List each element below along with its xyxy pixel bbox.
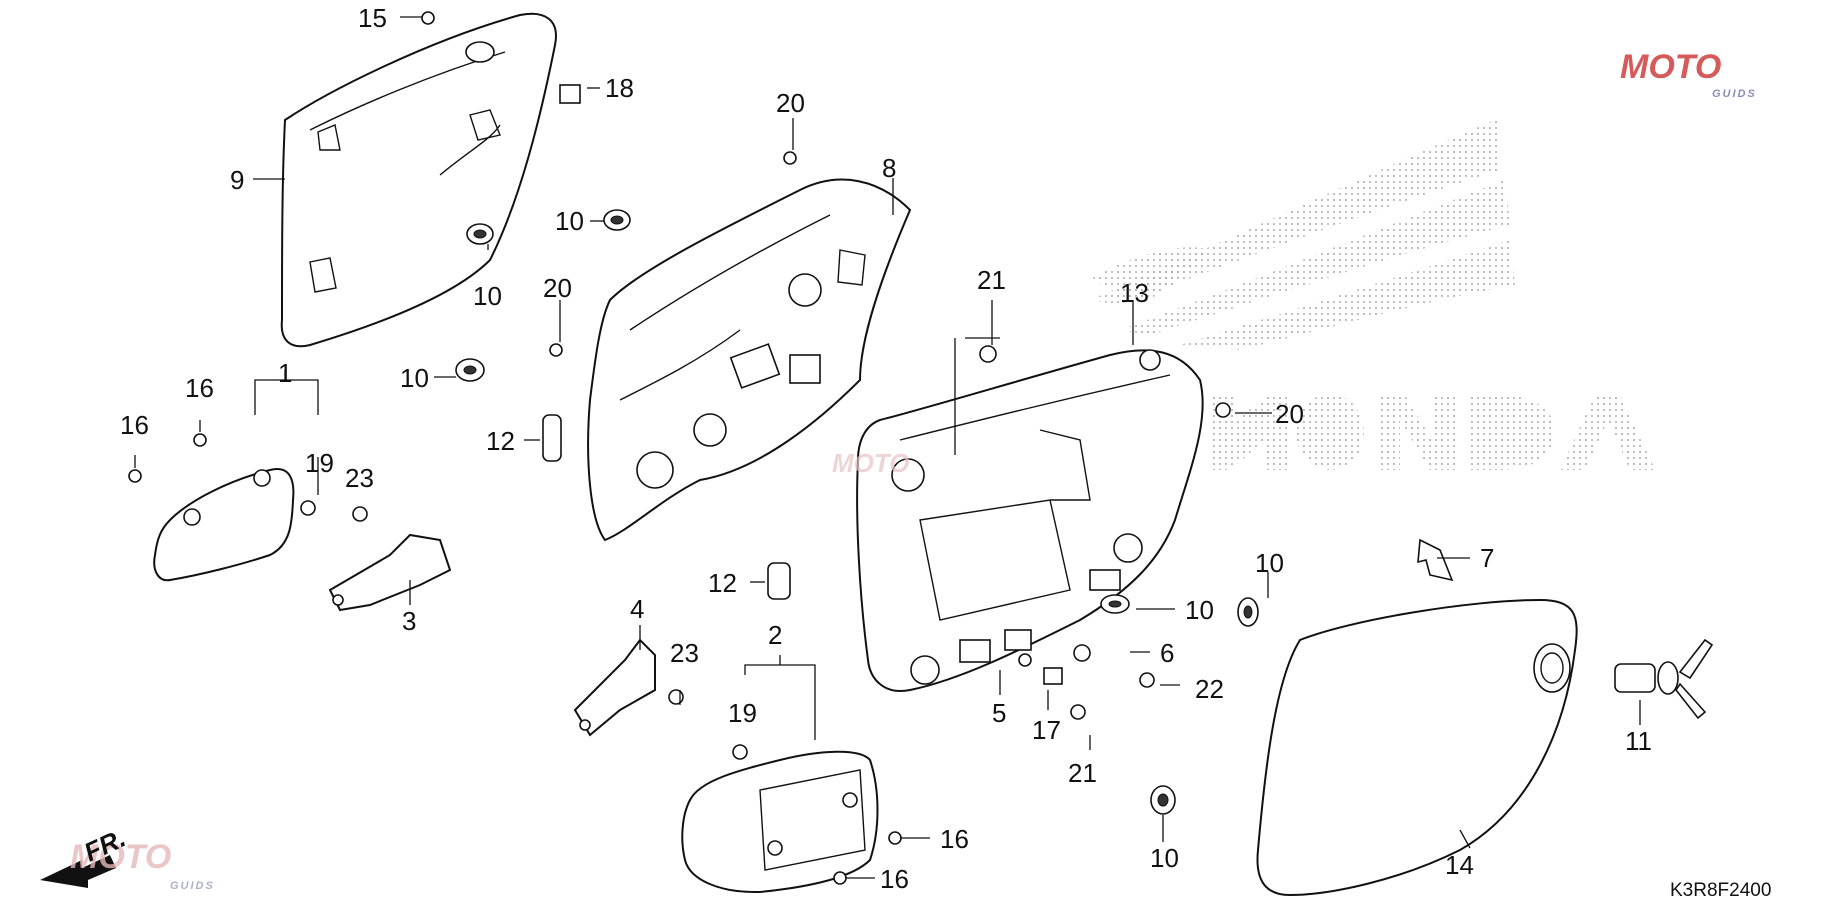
callout-14: 14 xyxy=(1445,850,1474,880)
callout-21a: 21 xyxy=(977,265,1006,295)
part-14-side-cover xyxy=(1256,598,1578,897)
part-2-bracket-cover xyxy=(681,750,879,894)
watermark-logo-top: MOTO xyxy=(1620,48,1722,86)
callout-20c: 20 xyxy=(1275,399,1304,429)
callout-1: 1 xyxy=(278,358,293,388)
callout-12b: 12 xyxy=(708,568,737,598)
callout-10f: 10 xyxy=(1150,843,1179,873)
fasteners xyxy=(128,11,1231,885)
callout-13: 13 xyxy=(1120,278,1149,308)
callout-16d: 16 xyxy=(880,864,909,894)
callout-9: 9 xyxy=(230,165,245,195)
watermark-logo-middle: MOTO xyxy=(832,448,910,478)
callout-2: 2 xyxy=(768,620,783,650)
callout-22: 22 xyxy=(1195,674,1224,704)
leader-lines xyxy=(134,16,1641,879)
callout-10e: 10 xyxy=(1255,548,1284,578)
callout-21b: 21 xyxy=(1068,758,1097,788)
callout-20a: 20 xyxy=(776,88,805,118)
callout-15: 15 xyxy=(358,3,387,33)
callout-23b: 23 xyxy=(670,638,699,668)
part-1-bracket-cover xyxy=(153,468,295,582)
callout-20b: 20 xyxy=(543,273,572,303)
callout-19a: 19 xyxy=(305,448,334,478)
watermark-logo-bottom: MOTO xyxy=(70,838,172,876)
callout-5: 5 xyxy=(992,698,1007,728)
callout-10d: 10 xyxy=(1185,595,1214,625)
part-11-key-lock xyxy=(1614,638,1714,720)
callout-10c: 10 xyxy=(400,363,429,393)
callout-12a: 12 xyxy=(486,426,515,456)
diagram-code: K3R8F2400 xyxy=(1670,880,1772,901)
part-3-stay xyxy=(328,533,452,612)
honda-wing-logo xyxy=(1090,118,1655,470)
callout-19b: 19 xyxy=(728,698,757,728)
front-direction-arrow xyxy=(40,855,116,888)
callout-7: 7 xyxy=(1480,543,1495,573)
grommets xyxy=(455,209,1259,815)
callout-11: 11 xyxy=(1625,726,1652,756)
callout-10b: 10 xyxy=(555,206,584,236)
part-7-clip xyxy=(1417,538,1454,582)
callout-6: 6 xyxy=(1160,638,1175,668)
callout-8: 8 xyxy=(882,153,897,183)
part-4-stay xyxy=(573,638,656,737)
callout-10a: 10 xyxy=(473,281,502,311)
callout-18: 18 xyxy=(605,73,634,103)
callout-16a: 16 xyxy=(185,373,214,403)
part-13-cover-base xyxy=(856,349,1204,692)
callout-23a: 23 xyxy=(345,463,374,493)
callout-3: 3 xyxy=(402,606,417,636)
watermark-sub-bottom: GUIDS xyxy=(170,880,215,892)
callout-17: 17 xyxy=(1032,715,1061,745)
seals xyxy=(542,414,791,600)
part-8-cover-frame xyxy=(587,178,912,542)
part-9-side-cover xyxy=(280,12,557,348)
watermark-sub-top: GUIDS xyxy=(1712,88,1757,100)
callout-16c: 16 xyxy=(940,824,969,854)
callout-4: 4 xyxy=(630,594,645,624)
callout-16b: 16 xyxy=(120,410,149,440)
